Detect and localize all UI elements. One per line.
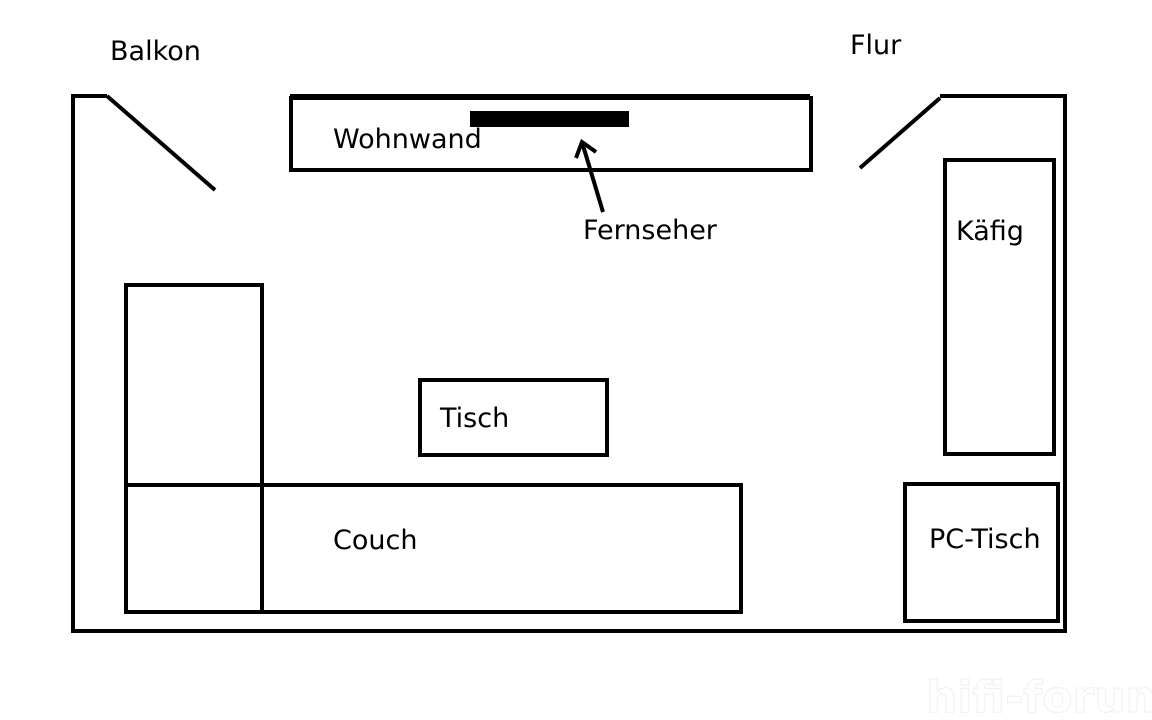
label-pc-tisch: PC-Tisch	[929, 524, 1041, 555]
label-fernseher: Fernseher	[583, 215, 718, 246]
label-kaefig: Käfig	[956, 216, 1024, 247]
outer-wall	[71, 94, 1067, 633]
balcony-door	[105, 94, 217, 192]
pc-desk	[903, 482, 1060, 623]
label-wohnwand: Wohnwand	[333, 124, 482, 155]
cage	[943, 158, 1056, 456]
wohnwand-unit	[289, 96, 813, 172]
couch	[124, 283, 743, 614]
label-flur: Flur	[850, 30, 902, 61]
table	[418, 378, 609, 457]
room-walls	[71, 94, 1067, 633]
watermark: hifi-forum.de	[926, 672, 1152, 720]
tv	[470, 111, 629, 127]
label-couch: Couch	[333, 525, 417, 556]
tv-arrow	[574, 138, 605, 213]
label-balkon: Balkon	[110, 36, 201, 67]
label-tisch: Tisch	[439, 403, 509, 434]
hallway-door	[858, 96, 942, 170]
